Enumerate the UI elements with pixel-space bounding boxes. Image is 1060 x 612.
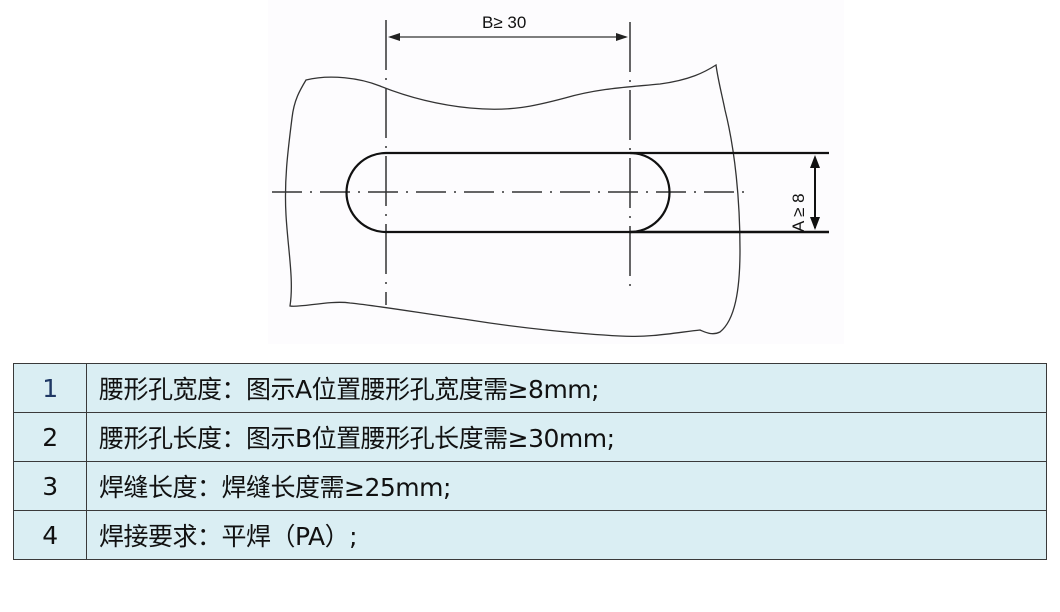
arrow-right-icon [616,33,628,41]
row-index: 4 [13,510,87,560]
row-index: 2 [13,412,87,462]
plate-outline [284,63,741,338]
arrow-down-icon [810,217,820,230]
dimension-a-label: A ≥ 8 [789,193,808,232]
requirements-table: 1 腰形孔宽度：图示A位置腰形孔宽度需≥8mm; 2 腰形孔长度：图示B位置腰形… [13,363,1047,560]
arrow-up-icon [810,155,820,168]
row-text: 腰形孔宽度：图示A位置腰形孔宽度需≥8mm; [86,363,1047,413]
table-row: 2 腰形孔长度：图示B位置腰形孔长度需≥30mm; [13,412,1047,462]
table-row: 1 腰形孔宽度：图示A位置腰形孔宽度需≥8mm; [13,363,1047,413]
slot-hole-drawing: B≥ 30 A ≥ 8 [268,0,844,344]
table-row: 4 焊接要求：平焊（PA）; [13,510,1047,560]
row-index: 1 [13,363,87,413]
dimension-b-label: B≥ 30 [482,13,526,32]
arrow-left-icon [388,33,400,41]
technical-drawing-svg: B≥ 30 A ≥ 8 [272,13,829,338]
row-text: 焊接要求：平焊（PA）; [86,510,1047,560]
row-text: 腰形孔长度：图示B位置腰形孔长度需≥30mm; [86,412,1047,462]
row-index: 3 [13,461,87,511]
table-row: 3 焊缝长度：焊缝长度需≥25mm; [13,461,1047,511]
row-text: 焊缝长度：焊缝长度需≥25mm; [86,461,1047,511]
